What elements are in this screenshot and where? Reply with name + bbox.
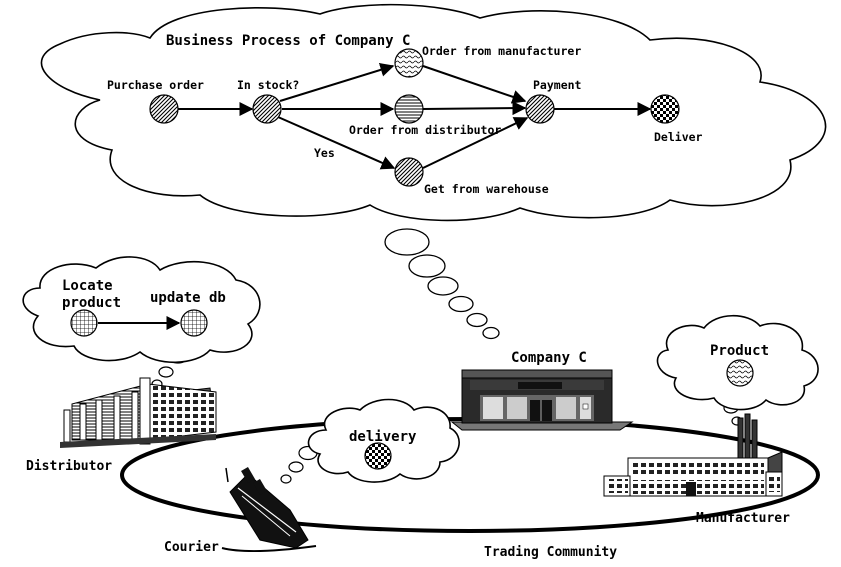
node-locate-product xyxy=(70,309,98,337)
label-update-db: update db xyxy=(150,290,226,306)
node-payment xyxy=(525,94,555,124)
label-company: Company C xyxy=(511,350,587,366)
distributor-building xyxy=(60,377,217,448)
node-get-warehouse xyxy=(394,157,424,187)
label-distributor: Distributor xyxy=(26,459,112,474)
courier-cloud xyxy=(307,398,460,483)
node-update-db xyxy=(180,309,208,337)
node-purchase-order xyxy=(149,94,179,124)
label-manufacturer: Manufacturer xyxy=(696,511,790,526)
label-order-manufacturer: Order from manufacturer xyxy=(422,44,581,58)
company-building xyxy=(450,369,634,431)
node-order-distributor xyxy=(394,94,424,124)
label-product: Product xyxy=(710,343,769,359)
edge-instock-warehouse xyxy=(277,116,396,170)
edge-distributor-payment xyxy=(422,101,527,116)
label-locate-line2: product xyxy=(62,295,121,311)
courier-ship xyxy=(221,466,317,553)
label-courier: Courier xyxy=(164,540,219,555)
thought-bubbles-courier xyxy=(280,445,318,484)
edge-warehouse-payment xyxy=(422,117,529,169)
label-locate-line1: Locate xyxy=(62,278,113,294)
thought-bubbles-company xyxy=(384,228,500,340)
node-deliver xyxy=(650,94,680,124)
node-delivery xyxy=(364,442,392,470)
distributor-cloud xyxy=(22,256,261,364)
manufacturer-factory xyxy=(603,413,783,497)
label-in-stock: In stock? xyxy=(237,78,299,92)
node-product xyxy=(726,359,754,387)
edge-instock-manufacturer xyxy=(279,63,395,102)
edge-manufacturer-payment xyxy=(422,65,527,104)
process-cloud xyxy=(40,3,827,222)
node-in-stock xyxy=(252,94,282,124)
label-delivery: delivery xyxy=(349,429,417,445)
label-get-warehouse: Get from warehouse xyxy=(424,182,549,196)
label-purchase-order: Purchase order xyxy=(107,78,204,92)
label-deliver: Deliver xyxy=(654,130,703,144)
node-order-manufacturer xyxy=(394,48,424,78)
label-payment: Payment xyxy=(533,78,582,92)
trading-community-label: Trading Community xyxy=(484,545,617,560)
label-order-distributor: Order from distributor xyxy=(349,123,501,137)
label-yes: Yes xyxy=(314,146,335,160)
process-title: Business Process of Company C xyxy=(166,33,410,49)
